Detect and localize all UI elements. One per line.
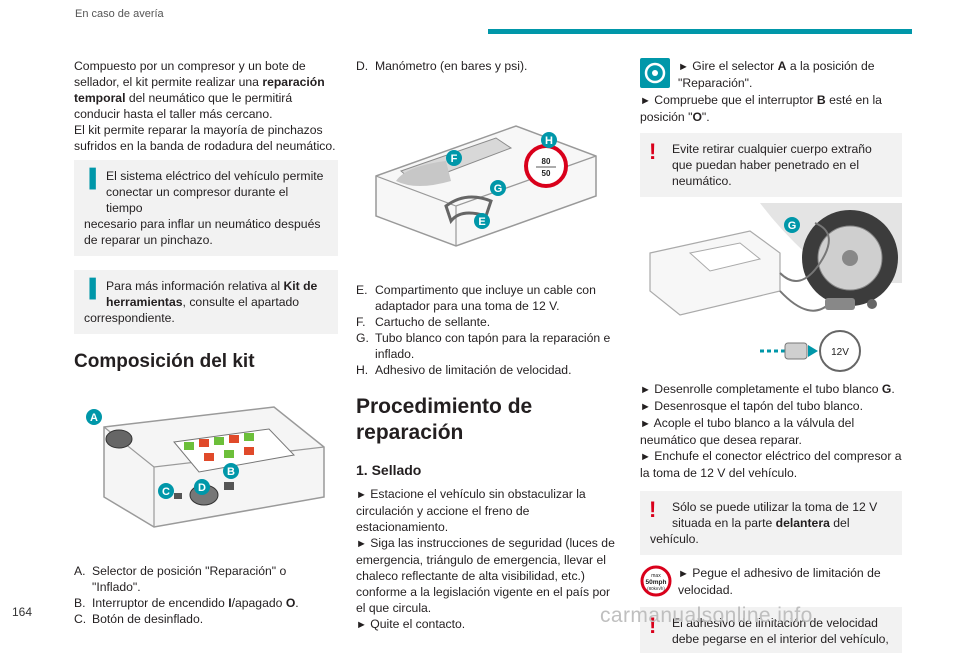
svg-text:max: max: [651, 573, 661, 579]
letter-h-marker: H: [541, 132, 557, 148]
svg-text:G: G: [788, 220, 797, 232]
list-item: E. Compartimento que incluye un cable co…: [356, 283, 596, 313]
arrow-icon: ►: [356, 619, 367, 631]
svg-text:A: A: [90, 412, 98, 424]
svg-text:H: H: [545, 135, 553, 147]
step-item: ► Quite el contacto.: [356, 617, 466, 631]
svg-text:50mph: 50mph: [646, 579, 667, 586]
section-title: En caso de avería: [75, 8, 164, 20]
arrow-icon: ►: [356, 489, 367, 501]
selector-step: ► Gire el selector A a la posición de "R…: [640, 58, 902, 92]
step-item: ► Estacione el vehículo sin obstaculizar…: [356, 487, 586, 534]
step-item: ► Desenrolle completamente el tubo blanc…: [640, 382, 895, 396]
info-icon: ▐: [83, 168, 96, 188]
warning-note-front-socket: ! Sólo se puede utilizar la toma de 12 V…: [640, 491, 902, 555]
letter-b-marker: B: [223, 463, 239, 479]
warning-icon: !: [649, 613, 657, 638]
letter-c-marker: C: [158, 483, 174, 499]
list-item: D. Manómetro (en bares y psi).: [356, 59, 528, 73]
letter-g-marker: G: [490, 180, 506, 196]
selector-dial-icon: [640, 58, 670, 88]
list-item: H. Adhesivo de limitación de velocidad.: [356, 363, 572, 377]
kit-parts-list-2: E. Compartimento que incluye un cable co…: [356, 282, 620, 378]
letter-a-marker: A: [86, 409, 102, 425]
tyre-inflation-illustration: 12V G: [640, 203, 902, 379]
speed-limit-sticker-icon: max 50mph (80km/h): [640, 565, 672, 597]
info-icon: ▐: [83, 278, 96, 298]
arrow-icon: ►: [678, 61, 689, 73]
compressor-top-illustration: 80 50 F G E H: [356, 86, 620, 266]
kit-parts-list-1: A. Selector de posición "Reparación" o "…: [74, 563, 338, 627]
sticker-step: max 50mph (80km/h) ► Pegue el adhesivo d…: [640, 565, 902, 599]
list-item: G. Tubo blanco con tapón para la reparac…: [356, 331, 611, 361]
arrow-icon: ►: [640, 451, 651, 463]
info-note-electrical: ▐ El sistema eléctrico del vehículo perm…: [74, 160, 338, 256]
svg-text:B: B: [227, 466, 235, 478]
letter-d-marker: D: [194, 479, 210, 495]
svg-text:50: 50: [542, 169, 551, 178]
svg-text:80: 80: [542, 157, 551, 166]
arrow-icon: ►: [640, 418, 651, 430]
sealing-subheading: 1. Sellado: [356, 462, 422, 478]
kit-heading: Composición del kit: [74, 351, 255, 372]
step-item: ► Siga las instrucciones de seguridad (l…: [356, 536, 615, 615]
svg-text:F: F: [451, 153, 458, 165]
letter-f-marker: F: [446, 150, 462, 166]
step-item: ► Acople el tubo blanco a la válvula del…: [640, 416, 855, 447]
warning-icon: !: [649, 139, 657, 164]
column-3: ► Gire el selector A a la posición de "R…: [640, 58, 902, 653]
list-item: A. Selector de posición "Reparación" o "…: [74, 564, 287, 594]
step-item: ► Enchufe el conector eléctrico del comp…: [640, 449, 902, 480]
info-note-toolkit: ▐ Para más información relativa al Kit d…: [74, 270, 338, 334]
svg-text:G: G: [494, 183, 503, 195]
arrow-icon: ►: [640, 401, 651, 413]
arrow-icon: ►: [640, 384, 651, 396]
header-accent-bar: [488, 29, 912, 34]
arrow-icon: ►: [356, 538, 367, 550]
page-number: 164: [12, 605, 33, 619]
repair-procedure-heading: Procedimiento de reparación: [356, 395, 533, 444]
list-item: C. Botón de desinflado.: [74, 612, 204, 626]
step-item: ► Desenrosque el tapón del tubo blanco.: [640, 399, 863, 413]
svg-text:12V: 12V: [831, 347, 849, 358]
sealing-steps: ► Estacione el vehículo sin obstaculizar…: [356, 486, 620, 633]
svg-text:(80km/h): (80km/h): [647, 586, 665, 591]
watermark: carmanualsonline.info: [600, 604, 813, 627]
svg-text:D: D: [198, 482, 206, 494]
letter-g-marker: G: [784, 217, 800, 233]
letter-e-marker: E: [474, 213, 490, 229]
step-item: ► Compruebe que el interruptor B esté en…: [640, 93, 882, 124]
column-1: Compuesto por un compresor y un bote de …: [74, 58, 338, 627]
warning-note-foreign-body: ! Evite retirar cualquier cuerpo extraño…: [640, 133, 902, 197]
kit-illustration: A B C D: [74, 387, 338, 557]
svg-text:E: E: [478, 216, 485, 228]
warning-icon: !: [649, 497, 657, 522]
arrow-icon: ►: [640, 95, 651, 107]
connection-steps: ► Desenrolle completamente el tubo blanc…: [640, 381, 902, 481]
column-2: D. Manómetro (en bares y psi). 80 50 F G: [356, 58, 620, 633]
arrow-icon: ►: [678, 568, 689, 580]
list-item: B. Interruptor de encendido I/apagado O.: [74, 596, 299, 610]
list-item: F. Cartucho de sellante.: [356, 315, 491, 329]
intro-paragraph: Compuesto por un compresor y un bote de …: [74, 59, 336, 153]
svg-text:C: C: [162, 486, 170, 498]
